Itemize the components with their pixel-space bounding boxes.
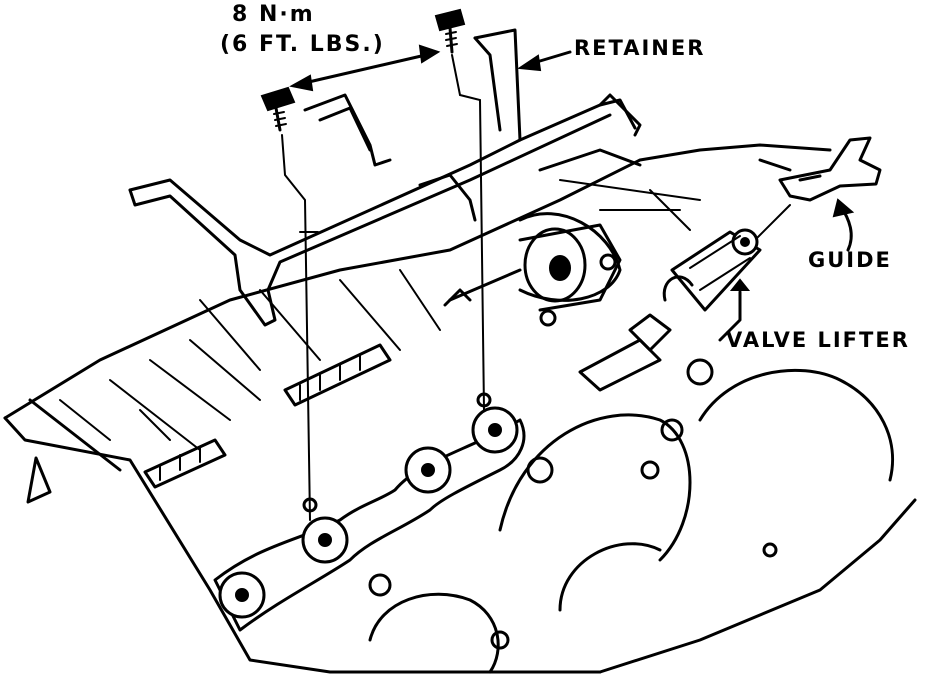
cylinder-bores: [368, 358, 895, 674]
retainer-bracket: [128, 28, 642, 327]
torque-value-ftlbs: (6 FT. LBS.): [220, 32, 385, 57]
guide-arrow: [832, 198, 855, 252]
engine-block: [3, 143, 917, 674]
alignment-lines: [281, 54, 492, 521]
galley-details: [143, 343, 392, 489]
triangle-mark: [26, 456, 52, 504]
bolt-left: [260, 86, 296, 132]
bolt-right: [434, 8, 466, 54]
torque-arrow: [289, 44, 441, 92]
guide-label: GUIDE: [808, 248, 892, 272]
valve-lifter-arrow: [718, 278, 751, 342]
retainer-arrow: [517, 50, 572, 72]
valve-lifter-label: VALVE LIFTER: [726, 328, 910, 352]
retainer-label: RETAINER: [574, 36, 706, 60]
lifter-bores: [213, 406, 526, 632]
torque-value-nm: 8 N·m: [232, 2, 315, 27]
camshaft: [443, 223, 662, 392]
guide-part: [754, 136, 882, 241]
